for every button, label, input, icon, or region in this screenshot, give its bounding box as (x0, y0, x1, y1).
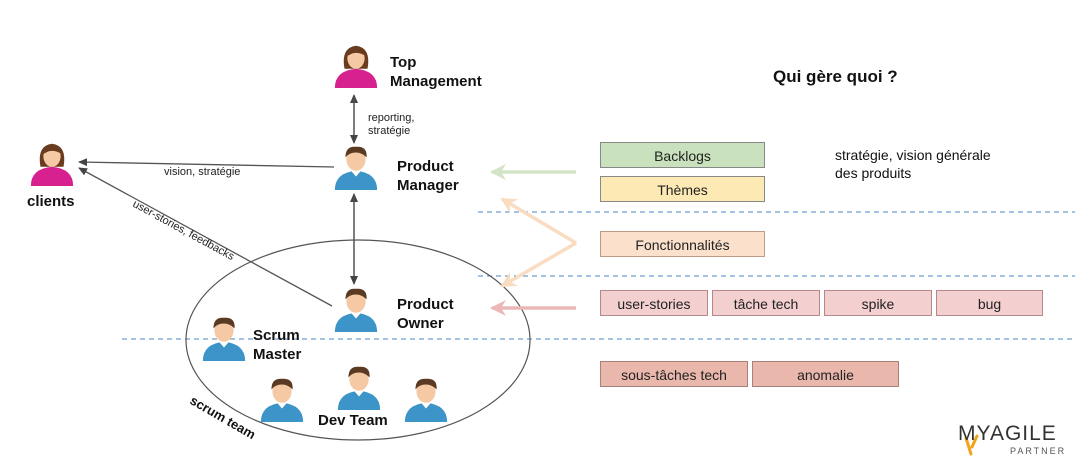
myagile-logo-mark-icon (964, 434, 979, 456)
myagile-logo-text: MYAGILE (958, 422, 1057, 445)
themes-box: Thèmes (600, 176, 765, 202)
peach-arrow-down (500, 241, 577, 288)
reporting-strategie-label: reporting, stratégie (368, 112, 415, 137)
top-management-avatar-icon (334, 45, 378, 88)
vision-strategie-label: vision, stratégie (164, 166, 241, 178)
product-manager-label: Product Manager (397, 158, 459, 194)
sous-taches-tech-box: sous-tâches tech (600, 361, 748, 387)
anomalie-box: anomalie (752, 361, 899, 387)
clients-avatar-icon (30, 143, 74, 186)
dev-avatar-3-icon (404, 378, 448, 422)
product-owner-avatar-icon (334, 288, 378, 332)
arrow-po-to-clients (78, 167, 333, 307)
tache-tech-box: tâche tech (712, 290, 820, 316)
bug-box: bug (936, 290, 1043, 316)
myagile-logo-subtext: PARTNER (1010, 446, 1067, 456)
peach-arrow-up (500, 197, 577, 245)
arrow-pm-to-clients (78, 158, 335, 168)
user-stories-box: user-stories (600, 290, 708, 316)
strategy-note: stratégie, vision générale des produits (835, 147, 991, 181)
scrum-master-label: Scrum Master (253, 327, 302, 363)
scrum-team-ellipse (185, 239, 531, 441)
dev-team-label: Dev Team (318, 412, 388, 429)
product-manager-avatar-icon (334, 146, 378, 190)
top-management-label: Top Management (390, 54, 482, 90)
fonctionnalites-box: Fonctionnalités (600, 231, 765, 257)
backlogs-box: Backlogs (600, 142, 765, 168)
dev-avatar-1-icon (260, 378, 304, 422)
dev-avatar-2-icon (337, 366, 381, 410)
clients-label: clients (27, 193, 75, 210)
scrum-master-avatar-icon (202, 317, 246, 361)
user-stories-feedbacks-label: user-stories, feedbacks (131, 198, 237, 263)
page-title: Qui gère quoi ? (773, 67, 898, 86)
spike-box: spike (824, 290, 932, 316)
product-owner-label: Product Owner (397, 296, 454, 332)
